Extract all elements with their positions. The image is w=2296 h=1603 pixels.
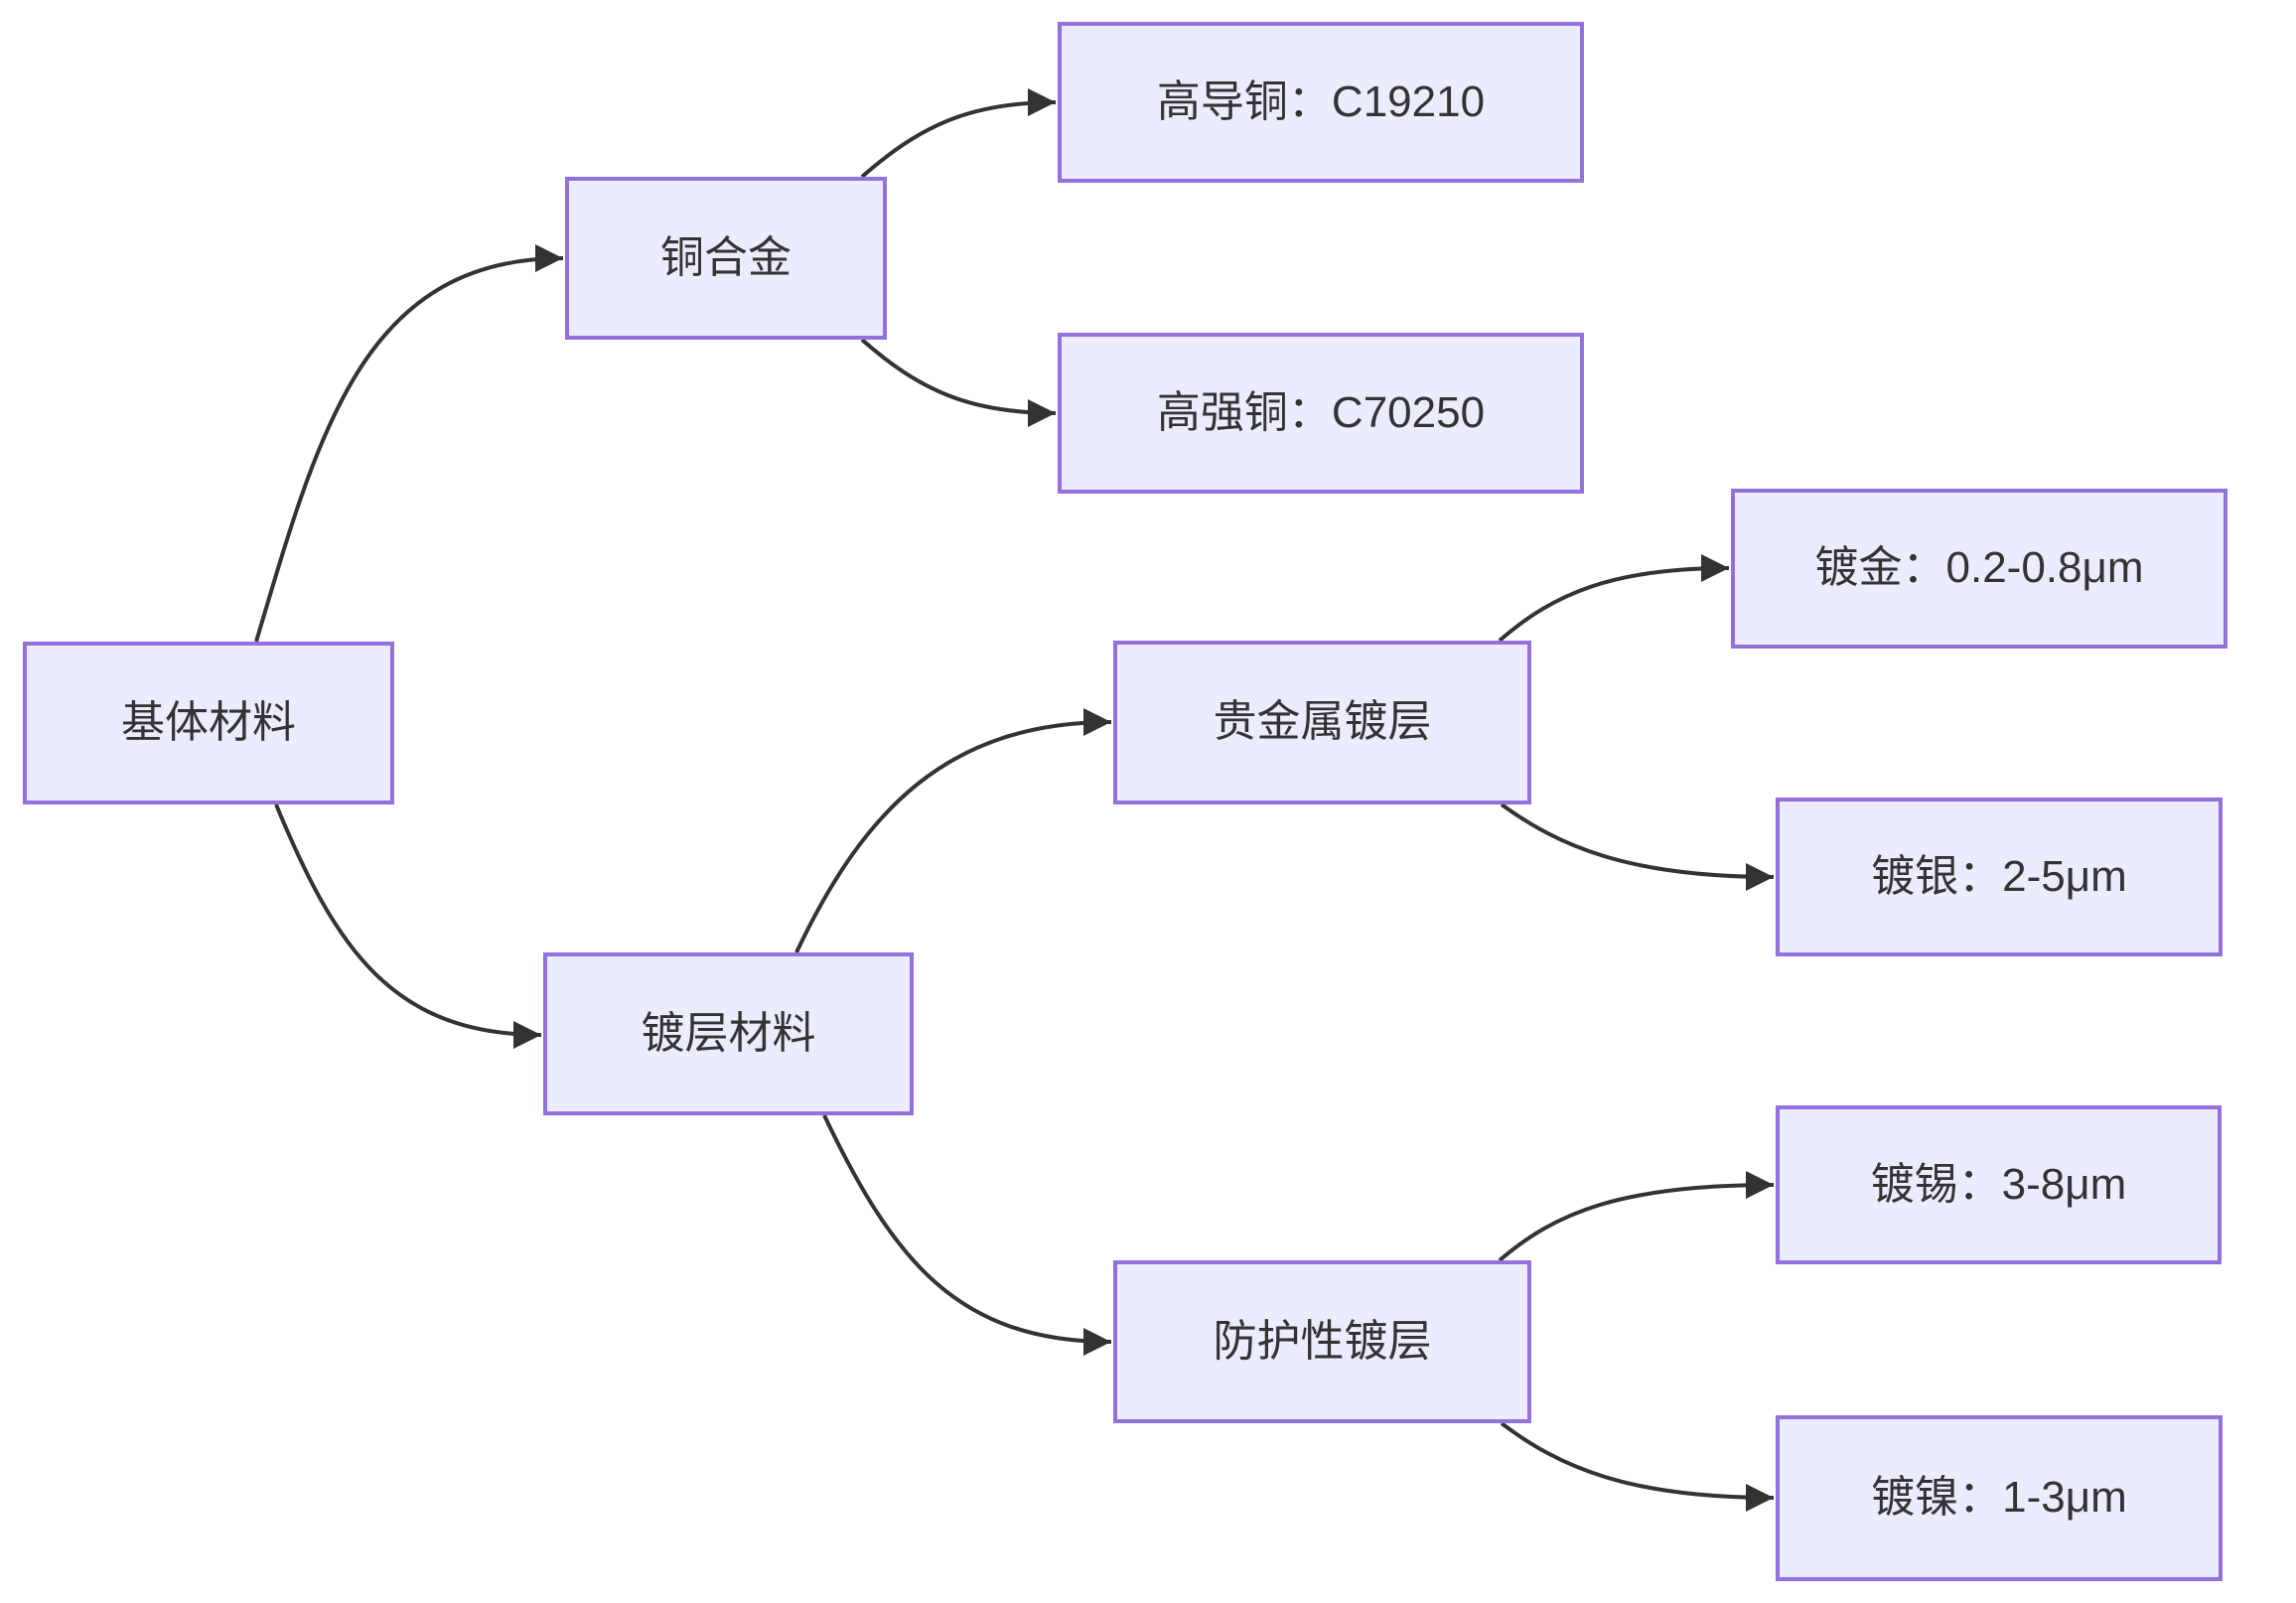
edge-coating-to-protective bbox=[822, 1114, 1112, 1356]
node-label: 高导铜：C19210 bbox=[1156, 76, 1486, 126]
edge-protective-to-tin bbox=[1498, 1171, 1775, 1262]
edge-base-to-coating bbox=[274, 803, 542, 1049]
node-silver-plating[interactable]: 镀银：2-5μm bbox=[1776, 798, 2223, 956]
edge-protective-to-nickel bbox=[1500, 1421, 1775, 1512]
node-precious-metal-coating[interactable]: 贵金属镀层 bbox=[1113, 641, 1531, 804]
node-coating-material[interactable]: 镀层材料 bbox=[543, 952, 914, 1115]
node-label: 镀银：2-5μm bbox=[1871, 851, 2127, 901]
node-label: 镀金：0.2-0.8μm bbox=[1814, 543, 2144, 593]
node-tin-plating[interactable]: 镀锡：3-8μm bbox=[1776, 1105, 2222, 1264]
node-nickel-plating[interactable]: 镀镍：1-3μm bbox=[1776, 1415, 2223, 1581]
node-protective-coating[interactable]: 防护性镀层 bbox=[1113, 1260, 1531, 1423]
edge-precious-to-silver bbox=[1500, 802, 1775, 891]
node-copper-alloy[interactable]: 铜合金 bbox=[565, 177, 887, 340]
node-label: 基体材料 bbox=[121, 697, 296, 747]
node-high-conductivity-copper[interactable]: 高导铜：C19210 bbox=[1058, 22, 1584, 183]
node-label: 贵金属镀层 bbox=[1213, 697, 1432, 747]
node-high-strength-copper[interactable]: 高强铜：C70250 bbox=[1058, 333, 1584, 494]
edge-coating-to-precious bbox=[794, 708, 1112, 953]
edge-base-to-copper bbox=[254, 244, 564, 643]
edge-copper-to-hdc bbox=[860, 88, 1057, 179]
node-label: 镀层材料 bbox=[641, 1008, 816, 1058]
node-label: 镀锡：3-8μm bbox=[1870, 1159, 2127, 1209]
node-label: 防护性镀层 bbox=[1213, 1316, 1432, 1366]
node-label: 高强铜：C70250 bbox=[1156, 387, 1486, 437]
node-gold-plating[interactable]: 镀金：0.2-0.8μm bbox=[1731, 489, 2227, 649]
node-label: 镀镍：1-3μm bbox=[1871, 1473, 2127, 1523]
node-label: 铜合金 bbox=[660, 232, 791, 282]
edge-precious-to-gold bbox=[1498, 554, 1730, 643]
node-base-material[interactable]: 基体材料 bbox=[23, 642, 394, 804]
edge-copper-to-hsc bbox=[860, 338, 1057, 427]
